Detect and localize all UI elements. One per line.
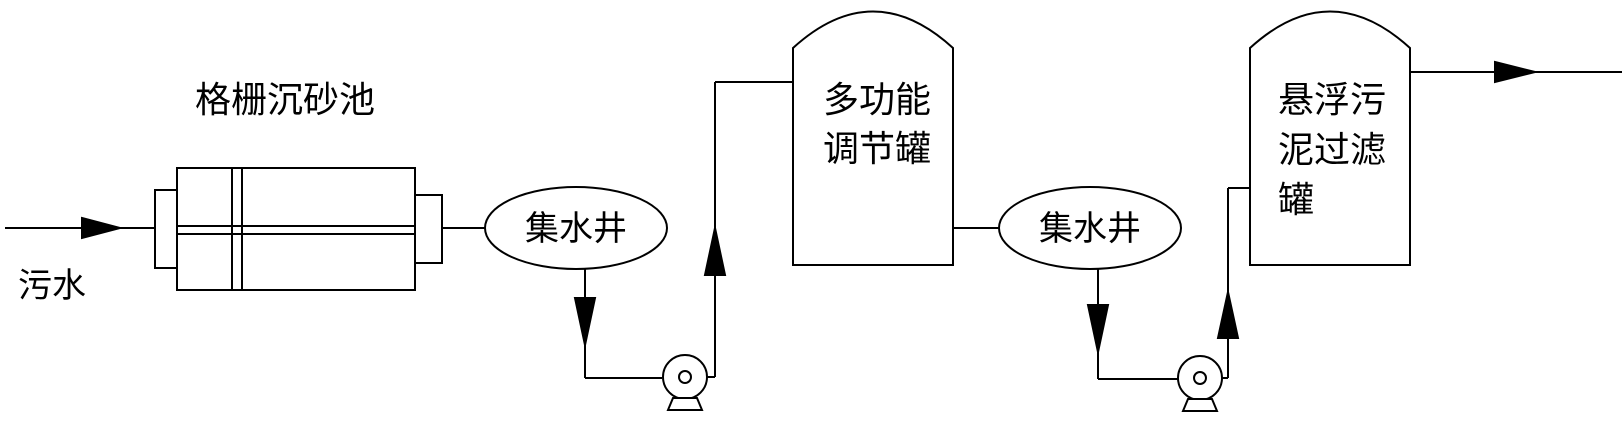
flow-arrow-right-icon xyxy=(1494,60,1536,84)
filter-tank-label-line2: 泥过滤 xyxy=(1278,130,1386,171)
pump-1 xyxy=(662,354,708,411)
pump-1-casing xyxy=(662,354,708,400)
filter-tank-label-line1: 悬浮污 xyxy=(1278,80,1386,121)
flow-arrow-down-icon xyxy=(573,297,597,346)
pump-2-impeller xyxy=(1193,371,1207,385)
equalization-tank-label-line1: 多功能 xyxy=(823,80,931,121)
grit-chamber-body xyxy=(176,167,416,291)
inlet-flow-line xyxy=(5,216,155,240)
pump-1-impeller xyxy=(678,370,692,384)
pipe-pump1-to-tank xyxy=(703,81,793,378)
multifunction-equalization-tank xyxy=(792,10,954,266)
inlet-label: 污水 xyxy=(18,266,86,306)
flow-arrow-down-icon xyxy=(1086,304,1110,353)
pump-2-base xyxy=(1181,398,1219,412)
pipe-sump2-to-pump2 xyxy=(1086,269,1178,380)
flow-arrow-up-icon xyxy=(703,227,727,276)
grit-chamber-label: 格栅沉砂池 xyxy=(195,80,375,121)
pump-2 xyxy=(1177,355,1223,412)
pump-1-base xyxy=(666,397,704,411)
pipe-pump2-to-filter xyxy=(1216,187,1250,379)
equalization-tank-label-line2: 调节罐 xyxy=(823,129,931,170)
pipe-sump1-to-pump1 xyxy=(573,269,662,379)
sump-2 xyxy=(998,186,1182,270)
sump-2-label: 集水井 xyxy=(1039,209,1141,249)
sump-1 xyxy=(484,186,668,270)
flow-arrow-up-icon xyxy=(1216,291,1240,339)
filter-tank-label-line3: 罐 xyxy=(1278,180,1314,221)
flow-arrow-right-icon xyxy=(81,216,124,240)
grit-chamber-right-flange xyxy=(414,194,443,264)
grit-chamber-left-flange xyxy=(154,189,178,269)
grit-chamber-unit xyxy=(154,167,443,291)
suspended-sludge-filter-tank xyxy=(1249,10,1411,266)
outlet-flow-line xyxy=(1410,60,1622,84)
sump-1-label: 集水井 xyxy=(525,209,627,249)
pump-2-casing xyxy=(1177,355,1223,401)
